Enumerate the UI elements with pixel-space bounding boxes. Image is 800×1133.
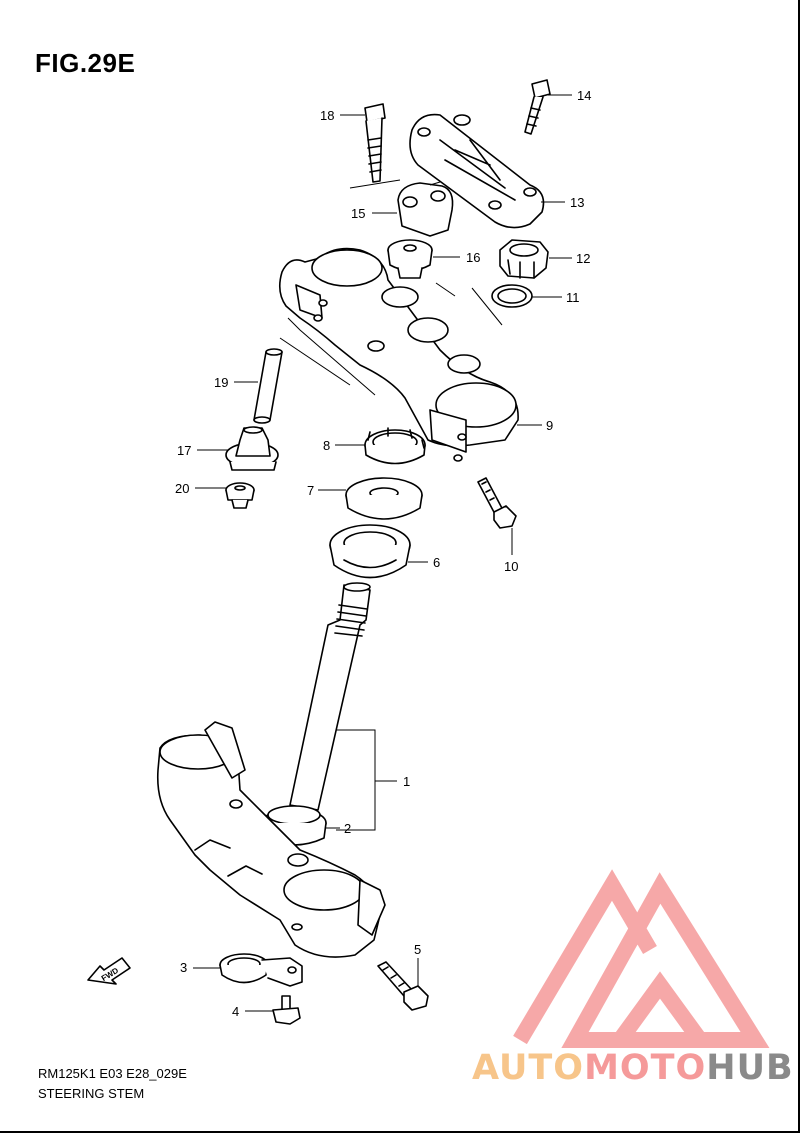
automotohub-wordmark: AUTOMOTOHUB (472, 1048, 794, 1088)
part-6-bearing (329, 524, 411, 579)
part-18-bolt (364, 103, 386, 183)
part-15-handlebar-holder (397, 182, 454, 237)
callout-19: 19 (214, 375, 228, 390)
wordmark-auto: AUTO (472, 1048, 585, 1088)
figure-title: FIG.29E (35, 48, 136, 78)
callout-13: 13 (570, 195, 584, 210)
part-10-bolt (477, 477, 517, 529)
callout-7: 7 (307, 483, 314, 498)
part-5-bolt (377, 961, 429, 1011)
part-13-handlebar-clamp (409, 113, 545, 229)
automotohub-logo (513, 869, 770, 1048)
figure-caption: STEERING STEM (38, 1086, 145, 1101)
part-20-grommet (225, 482, 255, 509)
callout-20: 20 (175, 481, 189, 496)
callout-10: 10 (504, 559, 518, 574)
callout-2: 2 (344, 821, 351, 836)
part-19-pipe (253, 348, 283, 424)
callout-11: 11 (566, 290, 580, 305)
part-17-grommet (225, 426, 279, 471)
wordmark-hub: HUB (706, 1048, 794, 1088)
part-3-clamp (219, 953, 303, 987)
part-1-steering-stem (289, 582, 371, 811)
part-11-washer (491, 284, 533, 308)
callout-9: 9 (546, 418, 553, 433)
callout-8: 8 (323, 438, 330, 453)
part-12-stem-nut (499, 239, 549, 279)
callout-4: 4 (232, 1004, 239, 1019)
callout-3: 3 (180, 960, 187, 975)
callout-5: 5 (414, 942, 421, 957)
callout-1: 1 (403, 774, 410, 789)
part-16-damper (387, 239, 433, 279)
wordmark-moto: MOTO (584, 1048, 707, 1088)
callout-12: 12 (576, 251, 590, 266)
part-1-lower-bracket (156, 721, 386, 958)
callout-14: 14 (577, 88, 591, 103)
part-9-upper-bracket (278, 247, 519, 462)
callout-16: 16 (466, 250, 480, 265)
callout-6: 6 (433, 555, 440, 570)
callout-15: 15 (351, 206, 365, 221)
part-7-dust-seal (345, 477, 423, 520)
part-14-bolt (524, 79, 551, 135)
part-4-bolt (272, 995, 301, 1025)
callout-17: 17 (177, 443, 191, 458)
callout-18: 18 (320, 108, 334, 123)
part-8-lock-nut (364, 427, 426, 465)
figure-code: RM125K1 E03 E28_029E (38, 1066, 187, 1081)
fwd-arrow-icon (87, 957, 131, 985)
